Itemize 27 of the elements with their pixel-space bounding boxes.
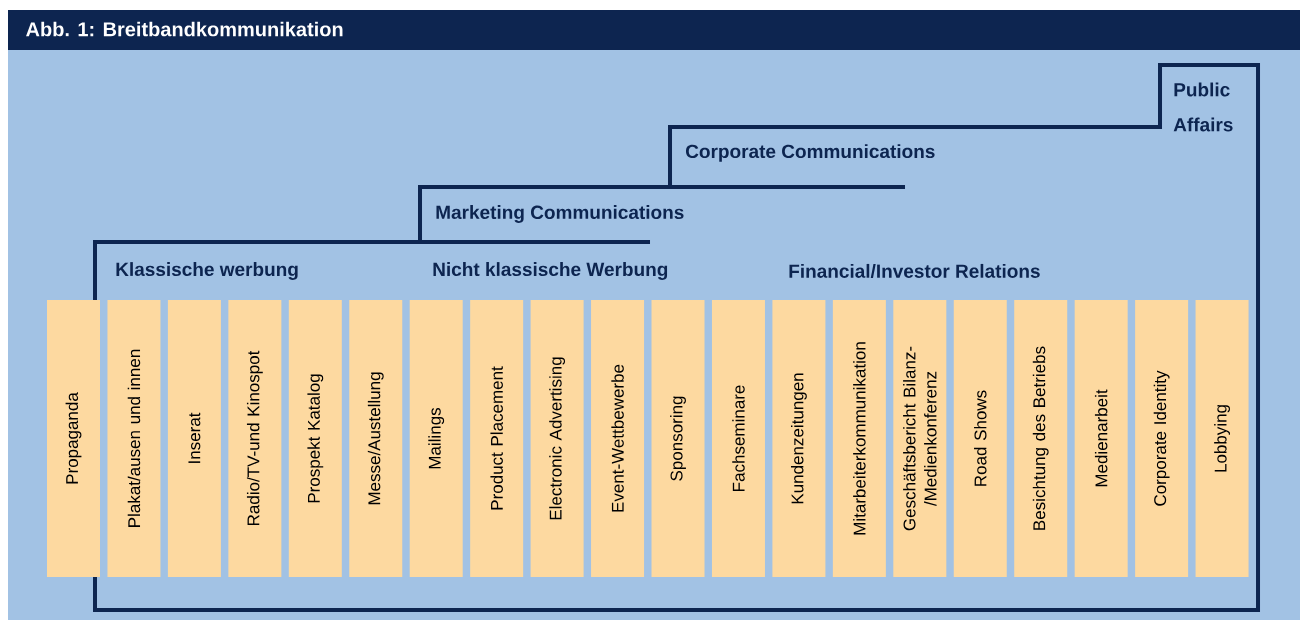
category-box: Corporate Identity — [1135, 300, 1189, 577]
category-box: Radio/TV-und Kinospot — [228, 300, 282, 577]
category-box: Event-Wettbewerbe — [591, 300, 645, 577]
category-box: Product Placement — [470, 300, 524, 577]
category-box: Road Shows — [953, 300, 1007, 577]
category-box: Prospekt Katalog — [288, 300, 342, 577]
category-box: Kundenzeitungen — [772, 300, 826, 577]
category-box: Lobbying — [1195, 300, 1249, 577]
category-box: Inserat — [167, 300, 221, 577]
category-box: Besichtung des Betriebs — [1014, 300, 1068, 577]
category-box: Sponsoring — [651, 300, 705, 577]
title-bar: Abb. 1: Breitbandkommunikation — [8, 10, 1300, 50]
category-box: Messe/Austellung — [349, 300, 403, 577]
category-box: Geschäftsbericht Bilanz- /Medienkonferenz — [893, 300, 947, 577]
category-box: Plakat/ausen und innen — [107, 300, 161, 577]
section-heading: Nicht klassische Werbung — [433, 262, 668, 280]
section-heading: Marketing Communications — [436, 205, 684, 223]
category-box: Mailings — [409, 300, 463, 577]
section-heading: Klassische werbung — [116, 262, 298, 280]
section-heading: Public Affairs — [1173, 82, 1233, 132]
section-heading: Financial/Investor Relations — [789, 263, 1040, 279]
category-box: Propaganda — [47, 300, 100, 577]
category-box: Mitarbeiterkommunikation — [832, 300, 886, 577]
category-box: Medienarbeit — [1074, 300, 1128, 577]
category-box: Electronic Advertising — [530, 300, 584, 577]
section-heading: Corporate Communications — [686, 144, 935, 162]
category-box: Fachseminare — [711, 300, 765, 577]
